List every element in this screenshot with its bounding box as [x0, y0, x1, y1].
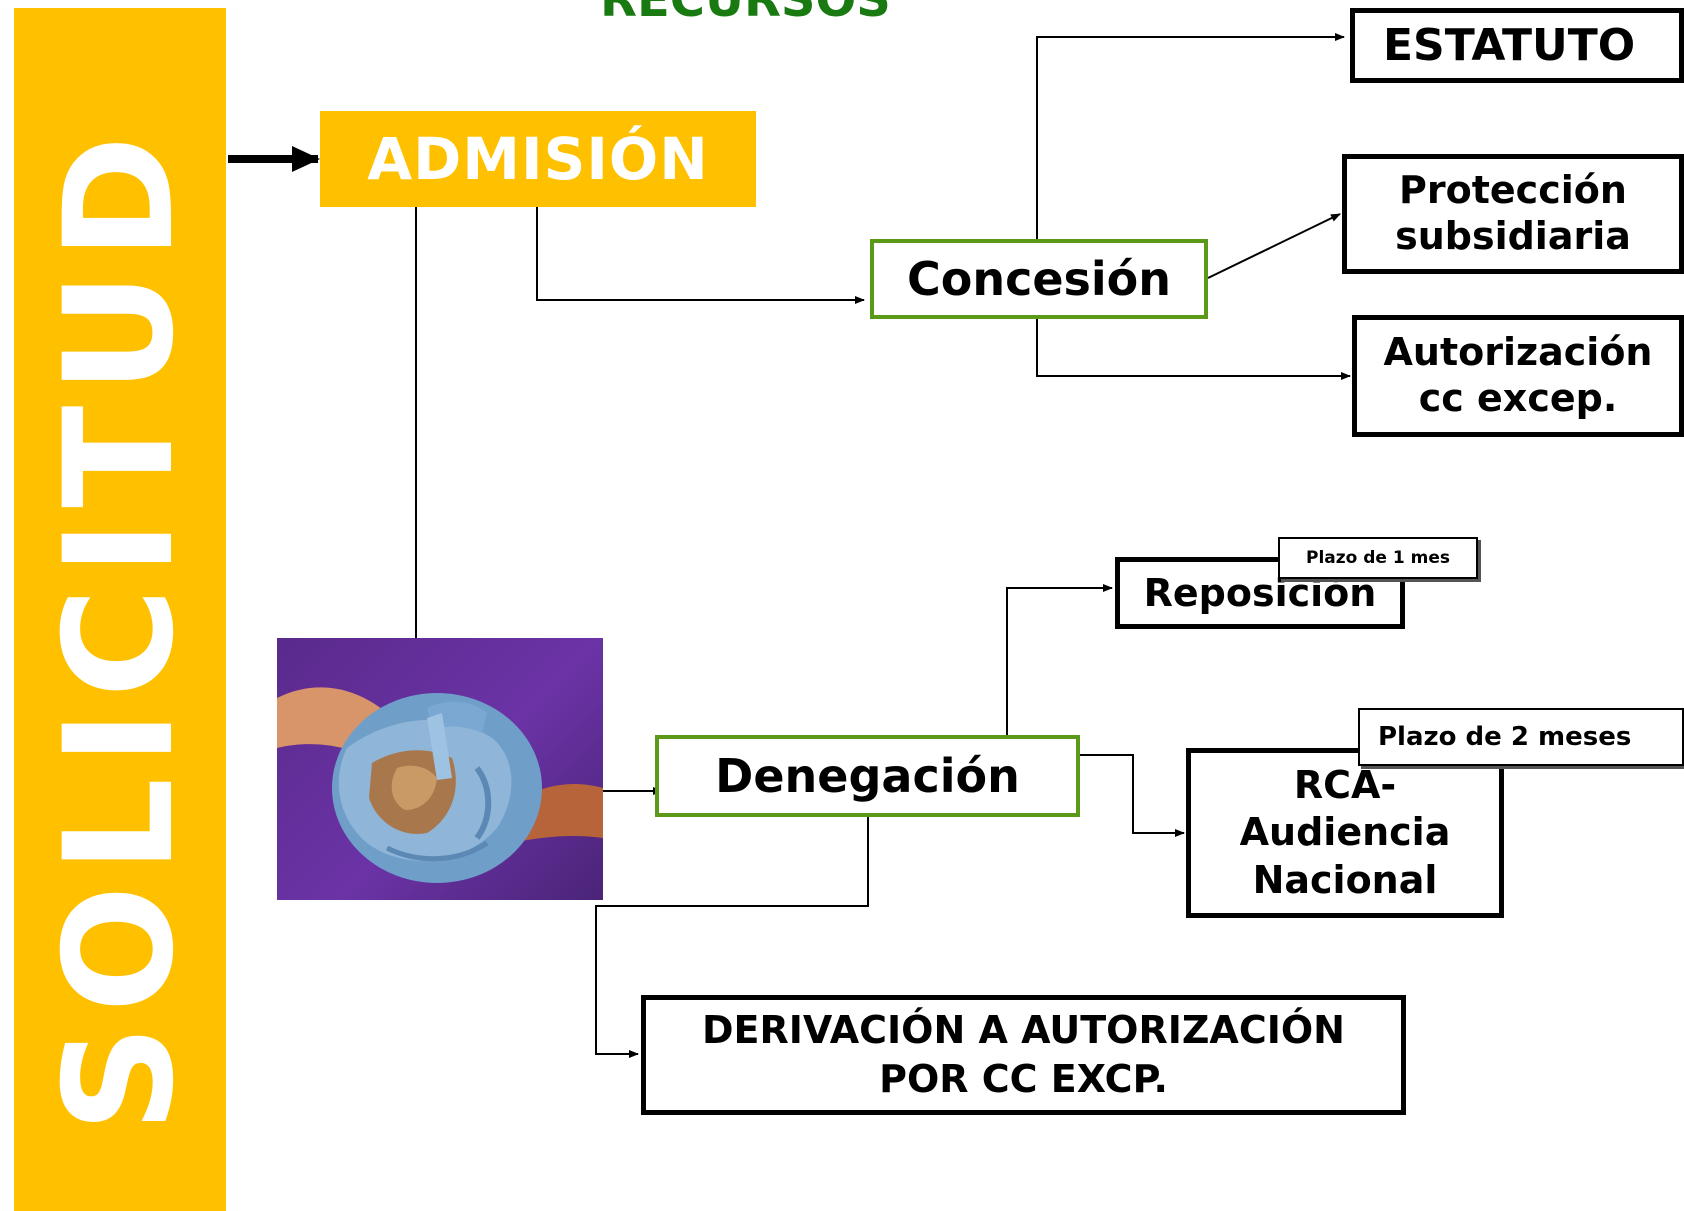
- arrow-denegacion-reposicion: [899, 584, 1113, 738]
- autorizacion-line2: cc excep.: [1418, 376, 1618, 420]
- rca-line2: Audiencia: [1239, 810, 1451, 855]
- node-derivacion-autorizacion: DERIVACIÓN A AUTORIZACIÓN POR CC EXCP.: [641, 995, 1406, 1115]
- node-concesion: Concesión: [870, 239, 1208, 319]
- note-plazo-rca: Plazo de 2 meses: [1358, 708, 1684, 766]
- diagram-title: RECURSOS: [600, 0, 891, 28]
- autorizacion-line1: Autorización: [1383, 330, 1653, 375]
- arrow-admision-concesion: [536, 207, 865, 304]
- arrow-denegacion-derivacion: [595, 817, 869, 1058]
- node-autorizacion-cc: Autorización cc excep.: [1352, 315, 1684, 437]
- node-admision: ADMISIÓN: [320, 111, 756, 207]
- rca-line3: Nacional: [1252, 857, 1438, 902]
- derivacion-line1: DERIVACIÓN A AUTORIZACIÓN: [702, 1007, 1345, 1052]
- node-denegacion: Denegación: [655, 735, 1080, 817]
- proteccion-line2: subsidiaria: [1395, 214, 1631, 258]
- arrow-concesion-proteccion: [1207, 213, 1341, 279]
- node-proteccion-subsidiaria: Protección subsidiaria: [1342, 154, 1684, 274]
- proteccion-line1: Protección: [1399, 168, 1627, 213]
- solicitud-bar: SOLICITUD: [14, 8, 226, 1211]
- node-estatuto: ESTATUTO: [1350, 8, 1684, 83]
- note-plazo-reposicion: Plazo de 1 mes: [1278, 537, 1478, 579]
- hands-globe-illustration: [277, 687, 603, 883]
- arrow-concesion-autorizacion: [1036, 319, 1351, 380]
- arrow-denegacion-rca: [1080, 754, 1185, 837]
- derivacion-line2: POR CC EXCP.: [879, 1057, 1168, 1101]
- node-rca-audiencia-nacional: RCA- Audiencia Nacional: [1186, 748, 1504, 918]
- rca-line1: RCA-: [1293, 762, 1397, 807]
- arrow-concesion-estatuto: [1036, 33, 1345, 239]
- hands-globe-image: [277, 638, 603, 900]
